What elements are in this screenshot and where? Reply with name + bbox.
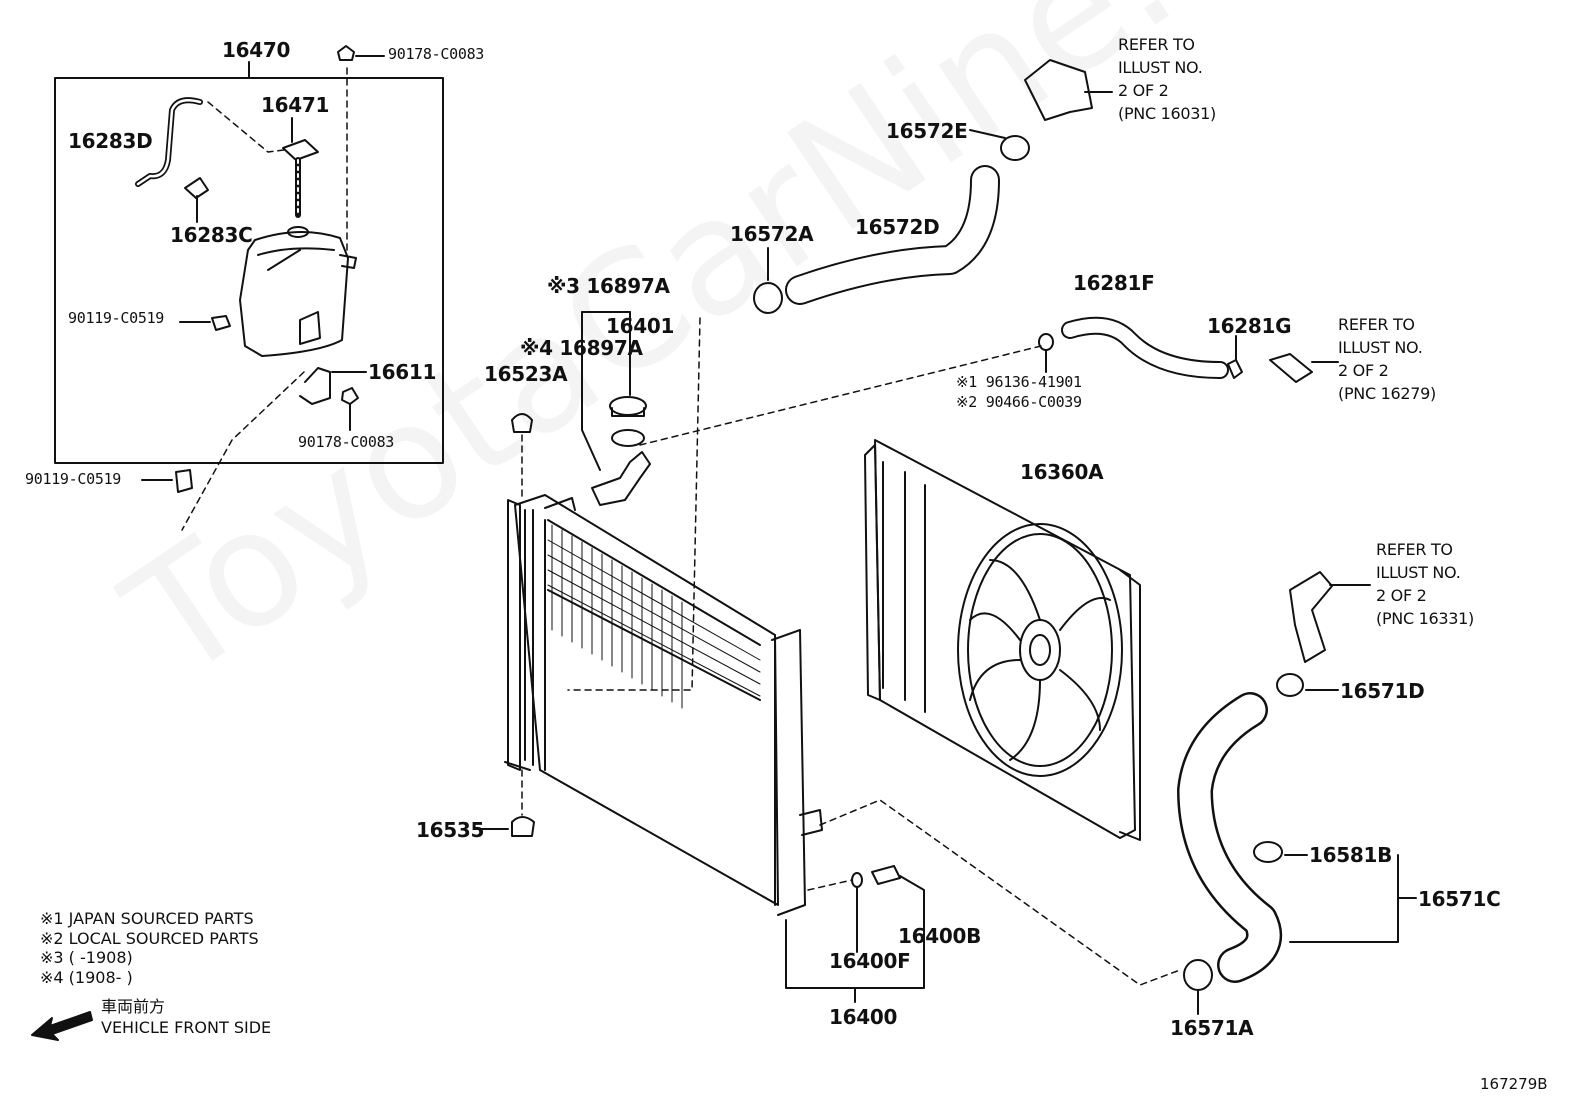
legend-note-3: ※3 ( -1908) <box>40 948 133 967</box>
part-label-16523a: 16523A <box>484 362 568 386</box>
part-label-16281f: 16281F <box>1073 271 1155 295</box>
legend-note-4: ※4 (1908- ) <box>40 968 133 987</box>
part-label-16581b: 16581B <box>1309 843 1393 867</box>
vehicle-front-label-en: VEHICLE FRONT SIDE <box>101 1018 272 1037</box>
part-label-16470: 16470 <box>222 38 291 62</box>
part-label-16571a: 16571A <box>1170 1016 1254 1040</box>
part-label-90119-c0519-inner: 90119-C0519 <box>68 309 165 327</box>
part-label-16897a-s3: ※3 16897A <box>547 274 670 298</box>
part-label-16360a: 16360A <box>1020 460 1104 484</box>
part-label-16400: 16400 <box>829 1005 898 1029</box>
part-label-16400b: 16400B <box>898 924 982 948</box>
part-label-16611: 16611 <box>368 360 437 384</box>
part-label-90178-c0083-lower: 90178-C0083 <box>298 433 395 451</box>
refer-note-pnc-16031: REFER TO ILLUST NO. 2 OF 2 (PNC 16031) <box>1118 35 1216 123</box>
reserve-tank <box>239 226 357 357</box>
part-label-16571c: 16571C <box>1418 887 1501 911</box>
part-label-90178-c0083-top: 90178-C0083 <box>388 45 485 63</box>
part-label-16283c: 16283C <box>170 223 253 247</box>
part-label-90466-c0039: ※2 90466-C0039 <box>956 393 1082 411</box>
part-label-16535: 16535 <box>416 818 485 842</box>
fan-assembly <box>957 523 1123 777</box>
part-label-96136-41901: ※1 96136-41901 <box>956 373 1082 391</box>
vehicle-front-arrow <box>31 1011 93 1041</box>
diagram-code: 167279B <box>1480 1075 1548 1093</box>
part-label-16400f: 16400F <box>829 949 911 973</box>
part-label-16401: 16401 <box>606 314 675 338</box>
part-label-16283d: 16283D <box>68 129 153 153</box>
fan-shroud <box>864 439 1141 841</box>
refer-note-pnc-16331: REFER TO ILLUST NO. 2 OF 2 (PNC 16331) <box>1376 540 1474 628</box>
part-label-16572e: 16572E <box>886 119 968 143</box>
vehicle-front-label-jp: 車両前方 <box>101 997 166 1016</box>
part-label-16897a-s4: ※4 16897A <box>520 336 643 360</box>
part-label-16572a: 16572A <box>730 222 814 246</box>
part-label-90119-c0519-outer: 90119-C0519 <box>25 470 122 488</box>
refer-note-pnc-16279: REFER TO ILLUST NO. 2 OF 2 (PNC 16279) <box>1338 315 1436 403</box>
part-label-16571d: 16571D <box>1340 679 1425 703</box>
part-label-16572d: 16572D <box>855 215 940 239</box>
legend-note-1: ※1 JAPAN SOURCED PARTS <box>40 909 254 928</box>
legend-note-2: ※2 LOCAL SOURCED PARTS <box>40 929 259 948</box>
radiator <box>504 494 806 916</box>
part-label-16471: 16471 <box>261 93 330 117</box>
part-label-16281g: 16281G <box>1207 314 1292 338</box>
radiator-core <box>547 524 761 709</box>
